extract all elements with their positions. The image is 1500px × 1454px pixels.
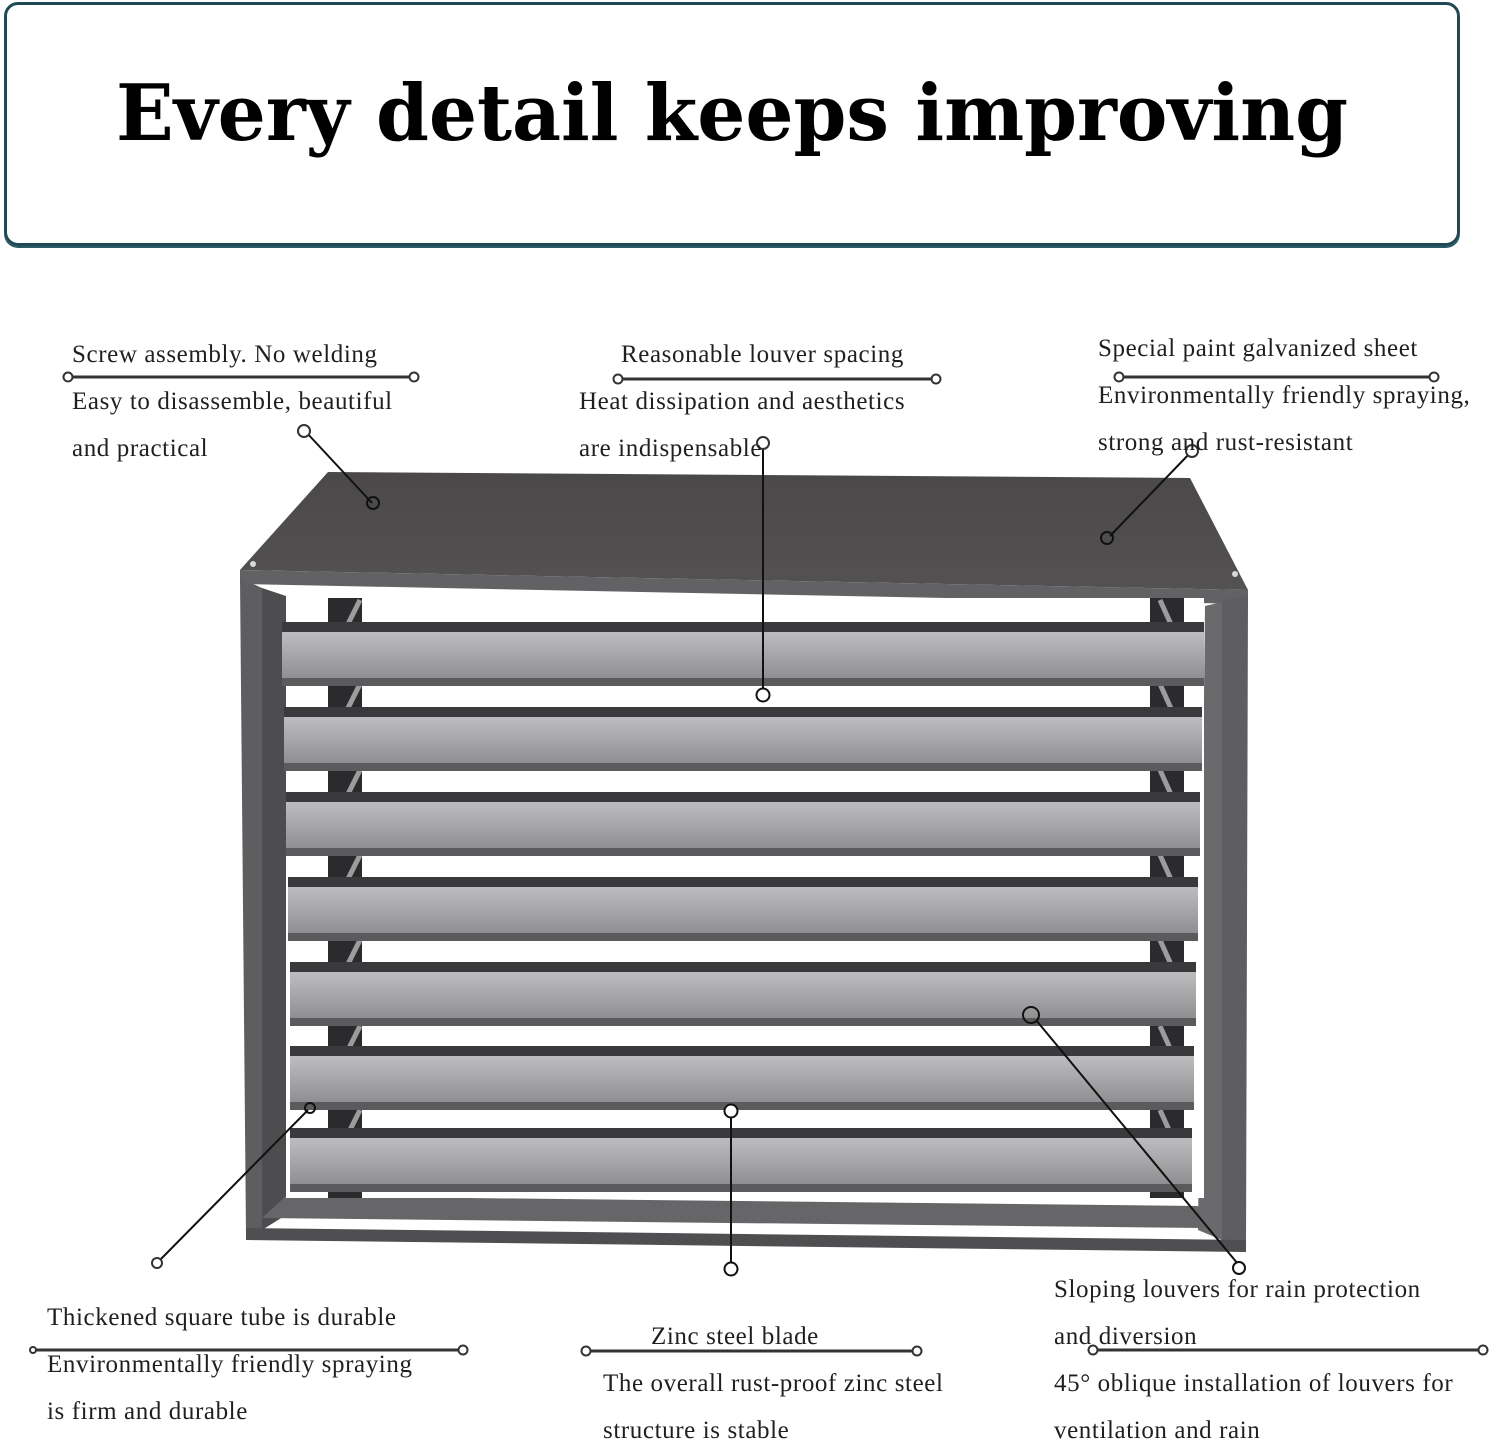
- callout-louver-spacing-heading: Reasonable louver spacing: [621, 341, 904, 368]
- louver-blade: [288, 877, 1198, 941]
- callout-dividers: [29, 371, 1489, 1357]
- louver-blade: [290, 1128, 1192, 1192]
- callout-square-tube-line2: is firm and durable: [47, 1398, 248, 1425]
- callout-sloping-louvers-heading2: and diversion: [1054, 1323, 1198, 1350]
- callout-square-tube-heading: Thickened square tube is durable: [47, 1304, 397, 1331]
- callout-louver-spacing-line2: are indispensable: [579, 435, 763, 462]
- louver-blade: [290, 1046, 1194, 1110]
- title-banner: Every detail keeps improving: [4, 2, 1460, 246]
- callout-sloping-louvers-line1: 45° oblique installation of louvers for: [1054, 1370, 1454, 1397]
- louver-blade: [282, 622, 1204, 686]
- louver-blade: [290, 962, 1196, 1026]
- callout-square-tube-line1: Environmentally friendly spraying: [47, 1351, 413, 1378]
- callout-sloping-louvers-line2: ventilation and rain: [1054, 1417, 1261, 1444]
- callout-galvanized-sheet-heading: Special paint galvanized sheet: [1098, 335, 1418, 362]
- callout-galvanized-sheet-line1: Environmentally friendly spraying,: [1098, 382, 1471, 409]
- louver-blade: [286, 792, 1200, 856]
- top-panel: [240, 472, 1248, 604]
- callout-zinc-blade-heading: Zinc steel blade: [651, 1323, 819, 1350]
- callout-screw-assembly-heading: Screw assembly. No welding: [72, 341, 378, 368]
- callout-screw-assembly-line2: and practical: [72, 435, 209, 462]
- callout-galvanized-sheet-line2: strong and rust-resistant: [1098, 429, 1354, 456]
- leader-lines: [151, 424, 1246, 1277]
- callout-louver-spacing-line1: Heat dissipation and aesthetics: [579, 388, 906, 415]
- square-tube-frame: [240, 578, 1248, 1252]
- callout-screw-assembly-line1: Easy to disassemble, beautiful: [72, 388, 393, 415]
- louver-blade: [284, 707, 1202, 771]
- callout-sloping-louvers-heading: Sloping louvers for rain protection: [1054, 1276, 1421, 1303]
- page-title: Every detail keeps improving: [116, 67, 1348, 159]
- callout-zinc-blade-line2: structure is stable: [603, 1417, 790, 1444]
- zinc-steel-blades: [282, 622, 1204, 1192]
- callout-zinc-blade-line1: The overall rust-proof zinc steel: [603, 1370, 944, 1397]
